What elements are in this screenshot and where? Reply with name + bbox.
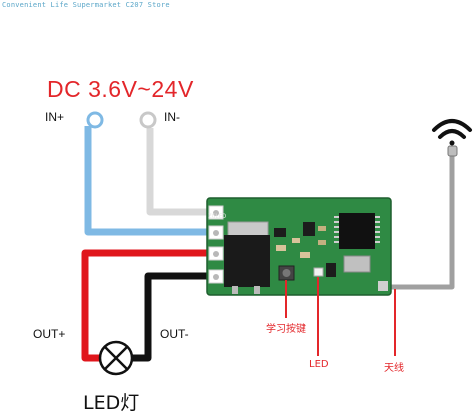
label-led: LED [309,359,329,370]
board-marking: ZGLED [208,213,226,220]
label-led-lamp: LED灯 [83,392,140,414]
label-in-plus: IN+ [45,110,65,124]
voltage-title: DC 3.6V~24V [47,76,194,102]
label-learn-button: 学习按键 [266,324,306,335]
receiver-module [206,197,392,296]
wire-in-plus [84,126,214,236]
watermark: Convenient Life Supermarket C207 Store [2,1,170,9]
wire-out-minus [132,272,216,362]
annotation-pointers [285,277,396,356]
wire-out-plus [81,249,216,362]
label-out-plus: OUT+ [33,327,66,341]
terminal-in-plus [86,111,104,129]
label-out-minus: OUT- [160,327,189,341]
lamp-x-icon [98,340,134,376]
wire-in-minus [146,128,216,216]
antenna-wire [385,145,458,290]
wifi-signal-icon [432,119,472,146]
terminal-in-minus [139,111,157,129]
label-antenna: 天线 [384,363,404,374]
label-in-minus: IN- [164,110,180,124]
